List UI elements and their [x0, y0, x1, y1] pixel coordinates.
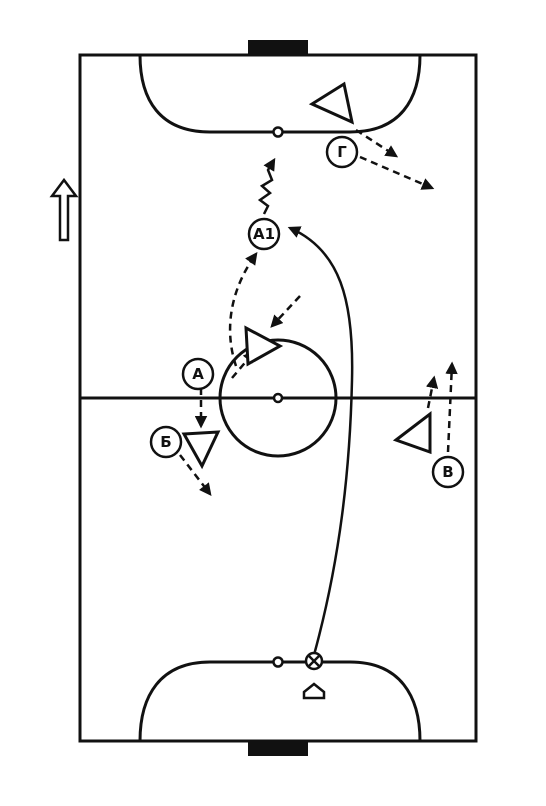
run-b — [179, 454, 212, 496]
player-g: Г — [325, 135, 359, 169]
cone-icon — [302, 682, 326, 700]
player-label: А1 — [253, 225, 275, 243]
arrow-up-icon — [49, 177, 79, 242]
run-g-short — [355, 128, 399, 158]
penalty-area-bottom — [138, 660, 422, 742]
player-label: В — [442, 463, 453, 481]
player-label: Г — [337, 143, 347, 161]
ball-icon — [304, 651, 324, 671]
dribble-path — [257, 157, 276, 215]
player-a1: А1 — [247, 217, 281, 251]
player-label: А — [192, 365, 204, 383]
movement-paths — [179, 128, 458, 656]
player-v: В — [431, 455, 465, 489]
defenders — [181, 81, 432, 470]
triangle-icon — [181, 430, 221, 470]
player-b: Б — [149, 425, 183, 459]
long-pass-path — [287, 226, 354, 656]
center-circle — [218, 338, 338, 458]
player-label: Б — [160, 433, 171, 451]
run-v-defender — [425, 375, 439, 409]
run-a-to-a1 — [228, 251, 258, 367]
penalty-area-top — [138, 54, 422, 134]
run-v-up — [445, 361, 458, 453]
triangle-icon — [392, 410, 432, 455]
triangle-icon — [244, 325, 284, 367]
defender-step — [270, 295, 301, 328]
center-spot — [272, 392, 284, 404]
goal-bottom — [248, 741, 308, 756]
penalty-spot-bottom — [272, 656, 284, 668]
triangle-icon — [308, 81, 355, 125]
penalty-spot-top — [272, 126, 284, 138]
court-lines — [78, 40, 478, 756]
run-g-right — [359, 155, 435, 190]
goal-top — [248, 40, 308, 55]
player-a: А — [181, 357, 215, 391]
